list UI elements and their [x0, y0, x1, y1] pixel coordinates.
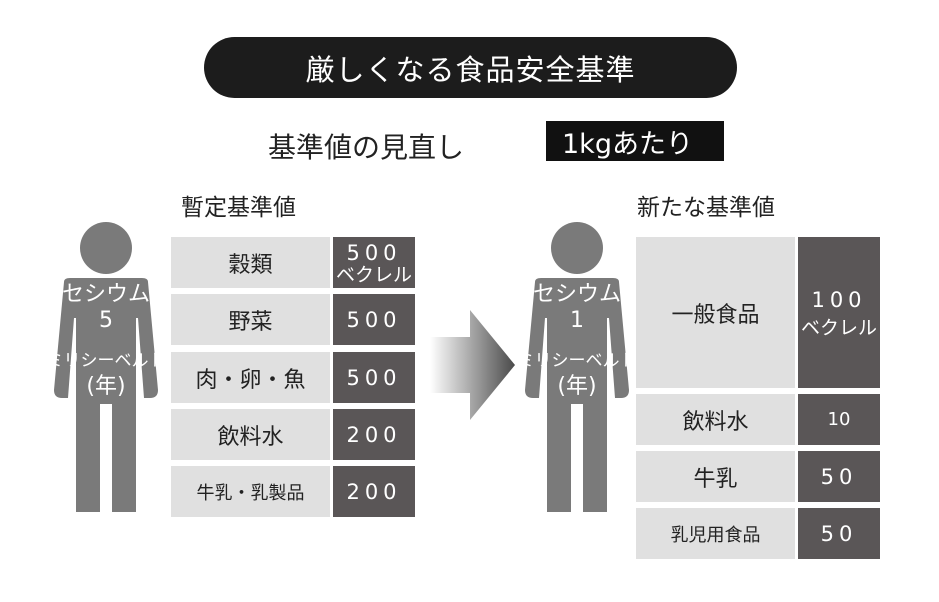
left-row-label: 牛乳・乳製品 [171, 466, 330, 517]
right-value-unit: ベクレル [800, 316, 877, 339]
left-row-value: 200 [333, 466, 415, 517]
left-row-value: 500 [333, 294, 415, 345]
left-row-label: 野菜 [171, 294, 330, 345]
right-row-value: 10 [798, 394, 880, 445]
left-row-value: 200 [333, 409, 415, 460]
left-person-label: セシウム 5 ミリシーベルト (年) [44, 282, 168, 400]
left-row-label: 肉・卵・魚 [171, 352, 330, 403]
right-row-label: 一般食品 [636, 237, 795, 388]
unit-tag: 1kgあたり [546, 121, 724, 161]
right-heading: 新たな基準値 [637, 195, 775, 221]
left-row-value: 500 [333, 352, 415, 403]
unit-tag-text: 1kgあたり [562, 128, 693, 160]
arrow-right-icon [430, 310, 515, 420]
right-row-label: 飲料水 [636, 394, 795, 445]
right-row-label: 乳児用食品 [636, 508, 795, 559]
right-person-line3: ミリシーベルト [517, 351, 637, 371]
title-text: 厳しくなる食品安全基準 [305, 52, 636, 87]
left-heading: 暫定基準値 [181, 195, 296, 221]
right-person-line2: 1 [570, 308, 584, 333]
left-row-label: 穀類 [171, 237, 330, 288]
right-person-label: セシウム 1 ミリシーベルト (年) [515, 282, 639, 400]
right-row-value: 100 ベクレル [798, 237, 880, 388]
title-banner: 厳しくなる食品安全基準 [204, 37, 737, 98]
right-row-label: 牛乳 [636, 451, 795, 502]
left-person-line1: セシウム [61, 282, 150, 307]
person-silhouette-icon [525, 222, 629, 512]
left-person-line3: ミリシーベルト [46, 351, 166, 371]
left-value-unit: ベクレル [335, 263, 412, 286]
left-person-line2: 5 [99, 308, 113, 333]
right-value-number: 100 [811, 287, 867, 312]
right-person-line4: (年) [557, 374, 597, 399]
right-person-line1: セシウム [532, 282, 621, 307]
subtitle: 基準値の見直し [268, 131, 465, 164]
right-row-value: 50 [798, 508, 880, 559]
left-person-line4: (年) [86, 374, 126, 399]
left-value-number: 500 [346, 240, 402, 265]
left-row-value: 500 ベクレル [333, 237, 415, 288]
left-row-label: 飲料水 [171, 409, 330, 460]
person-silhouette-icon [54, 222, 158, 512]
right-row-value: 50 [798, 451, 880, 502]
